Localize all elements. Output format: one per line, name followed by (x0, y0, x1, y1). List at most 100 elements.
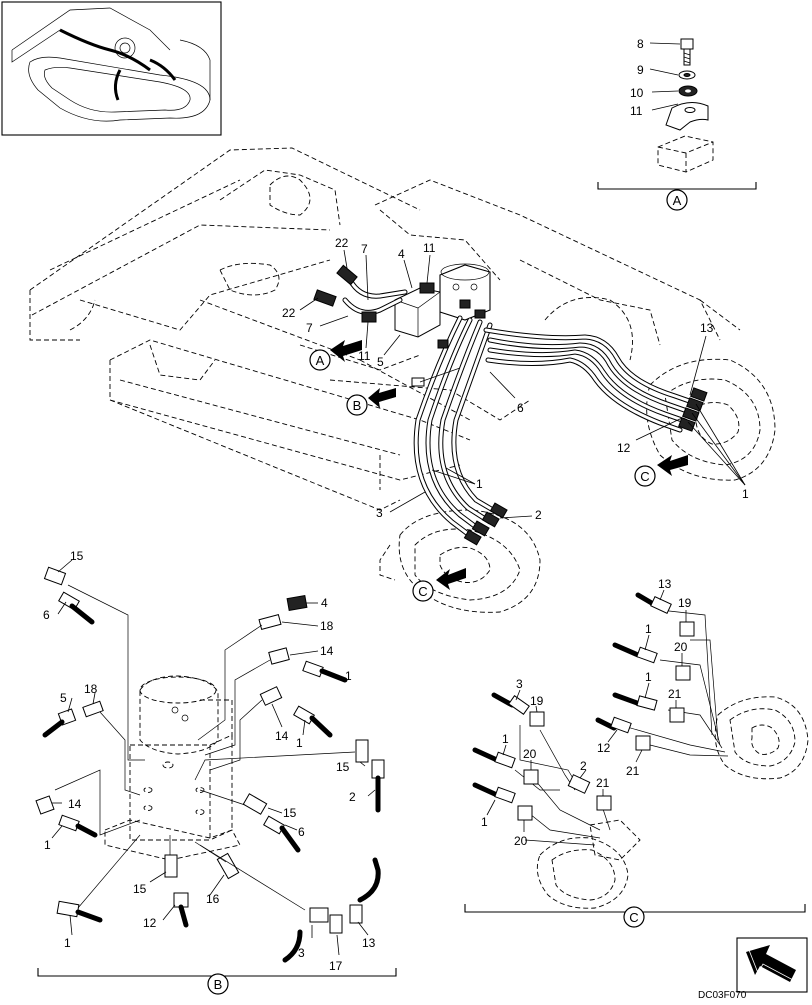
callout-c-1-d: 1 (481, 815, 488, 829)
callout-b-1-left: 1 (44, 838, 51, 852)
view-a-letter: A (673, 193, 682, 208)
fitting-b-15-right (355, 739, 369, 763)
callout-main-7-top: 7 (361, 242, 368, 256)
callout-c-1-c: 1 (502, 732, 509, 746)
callout-main-7-left: 7 (306, 321, 313, 335)
callout-b-15-right: 15 (336, 760, 350, 774)
callout-b-16: 16 (206, 892, 220, 906)
callout-c-12: 12 (597, 741, 611, 755)
fitting-b-14-mid (259, 686, 283, 706)
callout-c-19-top: 19 (678, 596, 692, 610)
valve-block (394, 287, 441, 338)
view-c-letter: C (629, 910, 638, 925)
arrow-a-icon (330, 340, 362, 362)
view-a-marker (309, 349, 331, 371)
callout-c-2: 2 (580, 759, 587, 773)
callout-b-15-lower: 15 (133, 882, 147, 896)
callout-main-11-top: 11 (423, 241, 436, 255)
nav-arrow-icon (736, 937, 808, 993)
fitting-c-21-top (669, 707, 685, 723)
fitting-c-21-mid (635, 735, 651, 751)
callout-main-12: 12 (617, 441, 631, 455)
callout-b-17: 17 (329, 959, 343, 973)
fitting-c-21-right (596, 795, 612, 811)
callout-main-22-top: 22 (335, 236, 349, 250)
callout-main-4: 4 (398, 247, 405, 261)
lower-motor-fittings (463, 502, 508, 546)
fitting-c-19-top (679, 621, 695, 637)
callout-c-19-left: 19 (530, 694, 544, 708)
view-c-label (623, 906, 645, 928)
callout-b-15-top: 15 (70, 549, 84, 563)
callout-c-20-bottom: 20 (514, 834, 528, 848)
view-c-marker-right-letter: C (640, 469, 649, 484)
callout-b-5: 5 (60, 691, 67, 705)
right-motor-fittings (678, 387, 708, 432)
overview-inset (1, 1, 222, 136)
arrow-c-right-icon (657, 455, 688, 476)
fitting-c-19-left (529, 711, 545, 727)
view-c-marker-lower-letter: C (418, 584, 427, 599)
callout-b-14-left: 14 (68, 797, 82, 811)
fitting-b-14-left (35, 795, 55, 815)
detail-b: 15 6 4 18 14 1 5 18 14 1 15 2 14 1 15 6 … (35, 549, 397, 995)
callout-b-3: 3 (298, 946, 305, 960)
callout-a-8: 8 (637, 37, 644, 51)
callout-b-13: 13 (362, 936, 376, 950)
callout-a-10: 10 (630, 86, 644, 100)
view-a-label (666, 189, 688, 211)
fitting-22-lower (313, 289, 337, 307)
fitting-c-3 (508, 695, 530, 715)
arrow-b-icon (368, 388, 396, 408)
callout-main-5: 5 (377, 355, 384, 369)
drawing-code: DC03F070 (698, 990, 747, 1000)
view-c-marker-lower (412, 580, 434, 602)
callout-main-2: 2 (535, 508, 542, 522)
view-b-label (207, 973, 229, 995)
clamp-11-left (361, 311, 377, 323)
callout-b-6-top: 6 (43, 608, 50, 622)
fitting-c-13 (650, 596, 672, 614)
clamp-11-right (419, 282, 435, 294)
callout-c-21-mid: 21 (626, 764, 640, 778)
fitting-c-12 (610, 716, 632, 734)
callout-c-1-b: 1 (645, 670, 652, 684)
fitting-b-3 (309, 907, 329, 923)
callout-b-2: 2 (349, 790, 356, 804)
callout-main-22-left: 22 (282, 306, 296, 320)
fitting-b-17 (329, 914, 343, 934)
callout-b-1-bottom: 1 (64, 936, 71, 950)
callout-main-13: 13 (700, 321, 714, 335)
fitting-b-14-top (268, 647, 290, 665)
fitting-c-20-bottom (517, 805, 533, 821)
fitting-b-18-top (258, 613, 282, 631)
callout-main-1-lower: 1 (476, 477, 483, 491)
arrow-c-lower-icon (436, 568, 466, 590)
view-c-marker-right (634, 465, 656, 487)
fitting-b-15-lower (164, 854, 178, 878)
callout-b-1-top: 1 (345, 669, 352, 683)
fitting-b-16 (216, 852, 240, 880)
callout-c-20-top: 20 (674, 640, 688, 654)
callout-main-6: 6 (517, 401, 524, 415)
callout-main-1-right: 1 (742, 487, 749, 501)
callout-b-1-mid: 1 (296, 736, 303, 750)
fitting-b-4 (286, 594, 308, 612)
bolt-head (680, 38, 694, 50)
callout-b-18-top: 18 (320, 619, 334, 633)
callout-b-12: 12 (143, 916, 157, 930)
callout-b-14-mid: 14 (275, 729, 289, 743)
callout-c-13: 13 (658, 577, 672, 591)
fitting-22-upper (336, 264, 358, 286)
callout-c-21-right: 21 (596, 776, 610, 790)
detail-c: 13 19 1 20 3 19 1 21 12 21 1 2 20 21 1 2… (464, 577, 809, 928)
callout-a-9: 9 (637, 63, 644, 77)
view-b-marker-letter: B (353, 398, 362, 413)
callout-c-20-mid: 20 (523, 747, 537, 761)
callout-b-4: 4 (321, 596, 328, 610)
callout-main-3: 3 (376, 506, 383, 520)
fitting-b-15-top (43, 566, 67, 586)
clamp (665, 102, 709, 131)
fitting-c-20-mid (523, 769, 539, 785)
